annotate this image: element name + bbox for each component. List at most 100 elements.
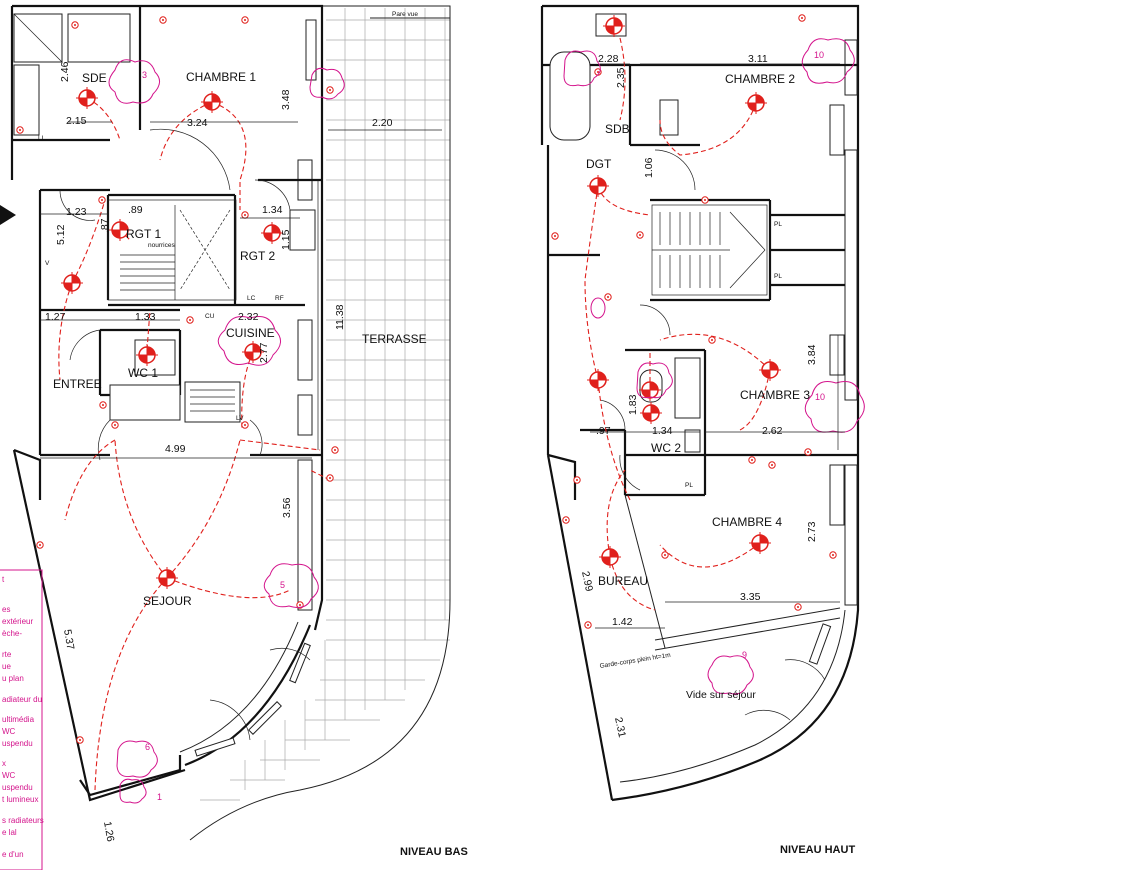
- upper-annotations: [563, 38, 865, 695]
- svg-text:V: V: [45, 260, 50, 267]
- label-chambre2: CHAMBRE 2: [725, 72, 795, 86]
- label-rgt2: RGT 2: [240, 249, 275, 263]
- label-sejour: SEJOUR: [143, 594, 192, 608]
- svg-text:2.32: 2.32: [238, 311, 259, 323]
- svg-text:1.34: 1.34: [652, 425, 673, 437]
- svg-text:x: x: [2, 759, 6, 768]
- svg-text:ue: ue: [2, 662, 11, 671]
- svg-text:e lal: e lal: [2, 828, 17, 837]
- sejour-bay: [184, 624, 312, 767]
- svg-text:nourrices: nourrices: [148, 242, 175, 249]
- svg-text:2.99: 2.99: [579, 570, 595, 593]
- lower-wall-east: [12, 4, 324, 631]
- svg-text:2.46: 2.46: [59, 61, 71, 82]
- svg-text:3.35: 3.35: [740, 591, 761, 603]
- terrace-grid: [200, 8, 450, 801]
- svg-text:t lumineux: t lumineux: [2, 795, 38, 804]
- label-sde: SDE: [82, 71, 107, 85]
- upper-wall-west: [546, 454, 614, 801]
- svg-text:s radiateurs: s radiateurs: [2, 816, 44, 825]
- svg-text:2.28: 2.28: [598, 53, 619, 65]
- upper-interior-walls: [542, 63, 858, 651]
- svg-text:3.24: 3.24: [187, 117, 208, 129]
- light-point-chambre2: [744, 91, 768, 115]
- svg-text:PL: PL: [774, 273, 782, 280]
- svg-text:PL: PL: [685, 482, 693, 489]
- svg-text:WC: WC: [2, 727, 16, 736]
- upper-wall-east: [611, 95, 860, 802]
- svg-text:CU: CU: [205, 313, 215, 320]
- label-terrasse: TERRASSE: [362, 332, 427, 346]
- svg-text:2.35: 2.35: [615, 67, 627, 88]
- svg-text:es: es: [2, 605, 10, 614]
- svg-text:9: 9: [742, 650, 747, 660]
- svg-text:3.56: 3.56: [281, 497, 293, 518]
- light-point-bureau: [598, 545, 622, 569]
- lower-level: 3 5 6 1 SDE CHAMBRE 1 RGT 1 nourrices RG…: [0, 4, 468, 870]
- lower-doors: [59, 128, 311, 741]
- svg-text:1.33: 1.33: [135, 311, 156, 323]
- lower-annotations: [108, 59, 345, 804]
- svg-text:2.62: 2.62: [762, 425, 783, 437]
- upper-staircase: [651, 204, 768, 296]
- svg-text:4.99: 4.99: [165, 443, 186, 455]
- svg-text:Garde-corps plein ht=1m: Garde-corps plein ht=1m: [599, 652, 671, 670]
- svg-text:.97: .97: [596, 425, 611, 437]
- light-point-sde: [75, 86, 99, 110]
- light-point-wc2: [639, 401, 663, 425]
- svg-text:3.84: 3.84: [806, 344, 818, 365]
- svg-text:1.15: 1.15: [280, 229, 292, 250]
- svg-text:LV: LV: [236, 415, 244, 422]
- svg-text:u plan: u plan: [2, 674, 24, 683]
- svg-text:èche-: èche-: [2, 629, 22, 638]
- svg-text:2.20: 2.20: [372, 117, 393, 129]
- label-wc2: WC 2: [651, 441, 681, 455]
- terrace-outline: [189, 5, 451, 841]
- lower-wall-west: [12, 449, 186, 802]
- level-title-upper: NIVEAU HAUT: [780, 844, 855, 856]
- svg-text:5: 5: [280, 580, 285, 590]
- svg-text:5.37: 5.37: [61, 628, 76, 650]
- svg-text:.87: .87: [99, 218, 111, 233]
- svg-text:Pare vue: Pare vue: [392, 11, 418, 18]
- level-title-lower: NIVEAU BAS: [400, 846, 468, 858]
- svg-text:1.06: 1.06: [643, 157, 655, 178]
- svg-text:10: 10: [815, 392, 825, 402]
- svg-text:e d'un: e d'un: [2, 850, 24, 859]
- label-wc1: WC 1: [128, 366, 158, 380]
- svg-text:1.34: 1.34: [262, 204, 283, 216]
- svg-text:1.26: 1.26: [101, 820, 116, 842]
- light-point-sejour: [155, 566, 179, 590]
- svg-text:extérieur: extérieur: [2, 617, 33, 626]
- svg-text:3.11: 3.11: [748, 53, 768, 65]
- svg-text:ultimédia: ultimédia: [2, 715, 35, 724]
- lower-staircase: [107, 199, 237, 301]
- svg-text:t: t: [2, 575, 5, 584]
- label-sdb: SDB: [605, 122, 630, 136]
- legend-box: [0, 569, 43, 870]
- svg-text:3: 3: [142, 70, 147, 80]
- svg-text:10: 10: [814, 50, 824, 60]
- svg-text:1.42: 1.42: [612, 616, 633, 628]
- svg-text:1: 1: [157, 792, 162, 802]
- svg-text:LL: LL: [38, 135, 46, 142]
- light-point-entree: [60, 271, 84, 295]
- svg-text:.89: .89: [128, 204, 143, 216]
- label-chambre1: CHAMBRE 1: [186, 70, 256, 84]
- svg-text:5.12: 5.12: [55, 224, 67, 245]
- svg-text:1.23: 1.23: [66, 206, 87, 218]
- svg-text:2.31: 2.31: [612, 716, 628, 739]
- label-chambre3: CHAMBRE 3: [740, 388, 810, 402]
- label-dgt: DGT: [586, 157, 612, 171]
- svg-text:2.15: 2.15: [66, 115, 87, 127]
- svg-text:3.48: 3.48: [280, 89, 292, 110]
- upper-level: 10 10 9 CHAMBRE 2 SDB DGT CHAMBRE 3 WC 2…: [540, 4, 865, 856]
- kitchen-counter: [109, 384, 181, 421]
- label-cuisine: CUISINE: [226, 326, 275, 340]
- svg-text:2.77: 2.77: [258, 342, 270, 363]
- label-vide-sejour: Vide sur séjour: [686, 689, 756, 701]
- bathtub: [549, 51, 591, 141]
- svg-text:uspendu: uspendu: [2, 739, 33, 748]
- svg-text:PL: PL: [774, 221, 782, 228]
